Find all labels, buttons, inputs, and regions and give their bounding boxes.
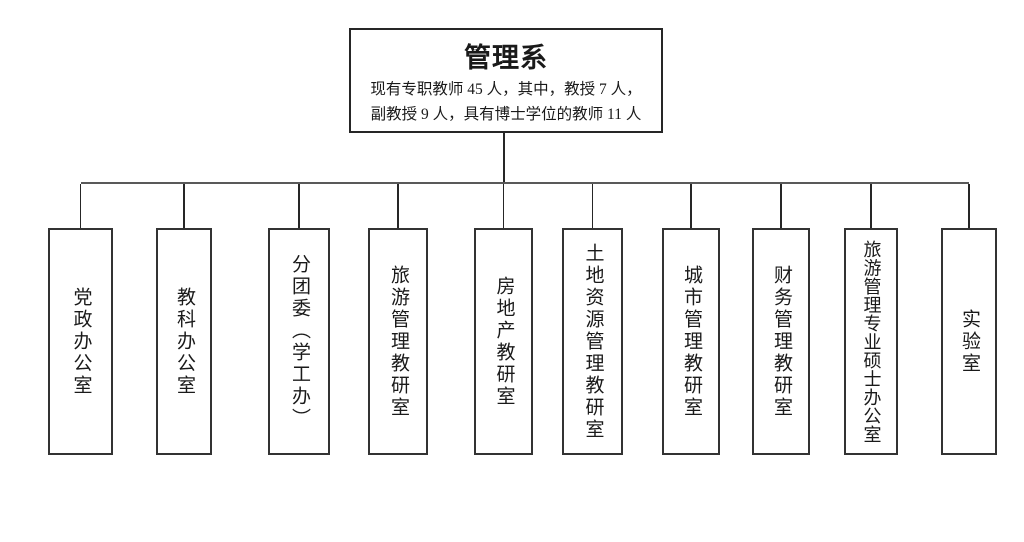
root-subtitle-line1: 现有专职教师 45 人，其中，教授 7 人， (370, 81, 642, 98)
rail-line (80, 182, 969, 184)
department-label: 土地资源管理教研室 (582, 242, 604, 441)
drop-line-10 (968, 184, 970, 228)
root-title: 管理系 (464, 43, 548, 73)
department-node: 旅游管理专业硕士办公室 (844, 228, 898, 455)
drop-line-9 (870, 184, 872, 228)
department-label: 房地产教研室 (493, 275, 515, 408)
drop-line-3 (298, 184, 300, 228)
drop-line-1 (79, 184, 82, 228)
department-node: 财务管理教研室 (752, 228, 810, 455)
drop-line-6 (591, 184, 594, 228)
department-label: 党政办公室 (70, 286, 92, 397)
department-label: 分团委（学工办） (288, 253, 310, 430)
department-node: 土地资源管理教研室 (562, 228, 623, 455)
department-node: 实验室 (941, 228, 997, 455)
drop-line-4 (397, 184, 399, 228)
drop-line-7 (690, 184, 692, 228)
department-node: 教科办公室 (156, 228, 212, 455)
department-label: 旅游管理教研室 (387, 264, 409, 419)
department-node: 城市管理教研室 (662, 228, 720, 455)
root-stem-line (503, 131, 505, 184)
department-label: 城市管理教研室 (680, 264, 702, 419)
drop-line-2 (183, 184, 185, 228)
department-label: 实验室 (958, 308, 980, 375)
department-node: 分团委（学工办） (268, 228, 330, 455)
drop-line-8 (780, 184, 782, 228)
department-label: 教科办公室 (173, 286, 195, 397)
root-subtitle-line2: 副教授 9 人，具有博士学位的教师 11 人 (370, 106, 642, 123)
drop-line-5 (502, 184, 505, 228)
department-label: 旅游管理专业硕士办公室 (861, 239, 882, 444)
department-node: 房地产教研室 (474, 228, 533, 455)
department-label: 财务管理教研室 (770, 264, 792, 419)
department-node: 旅游管理教研室 (368, 228, 428, 455)
department-node: 党政办公室 (48, 228, 113, 455)
root-node: 管理系 现有专职教师 45 人，其中，教授 7 人， 副教授 9 人，具有博士学… (349, 28, 663, 133)
